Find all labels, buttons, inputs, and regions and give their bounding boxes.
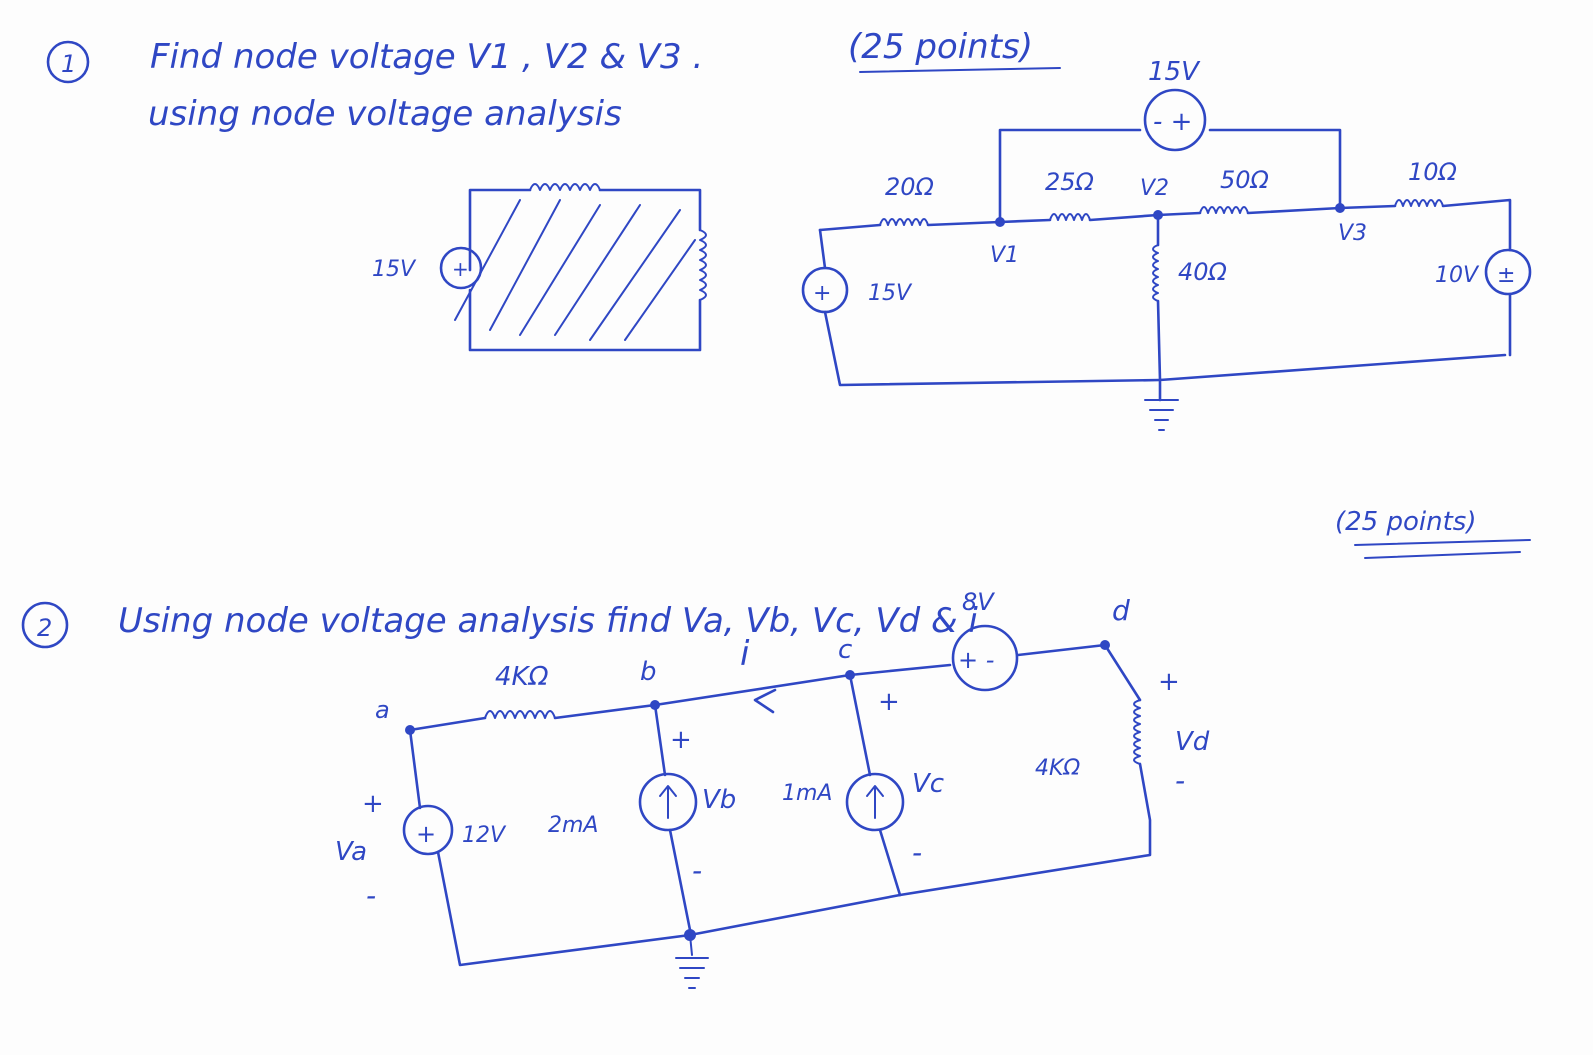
- circuit2-vb-minus: -: [692, 854, 702, 887]
- circuit2-va-minus: -: [366, 879, 376, 912]
- circuit1-wire-r3-v3: [1246, 204, 1397, 215]
- circuit1-left-source-icon: [801, 266, 849, 314]
- problem2-title-line1: Using node voltage analysis find Va, Vb,…: [118, 601, 978, 641]
- problem1-title-line1: Find node voltage V1 , V2 & V3 .: [150, 37, 703, 77]
- circuit1-node-v3: [1335, 203, 1345, 213]
- circuit2-node-a-label: a: [375, 696, 390, 724]
- circuit2-vd-minus: -: [1175, 764, 1185, 797]
- circuit2-source-left-icon: [402, 804, 454, 856]
- circuit1-wire-left-top: [818, 223, 882, 232]
- circuit1-left-source-label: 15V: [868, 281, 913, 306]
- circuit2-cur-source-c-arrow-icon: [866, 785, 884, 819]
- circuit1-wire-r1-v1: [926, 218, 1052, 227]
- circuit2-vd-label: Vd: [1175, 727, 1210, 757]
- circuit1-r4-label: 10Ω: [1408, 158, 1458, 186]
- problem2-number: 2: [37, 614, 52, 642]
- circuit1-wire-r2-v2: [1088, 211, 1202, 222]
- circuit-1: - + 15V + 15V ± 10V 20Ω 25Ω 50Ω: [801, 57, 1532, 431]
- circuit2-source-top-icon: [951, 624, 1019, 692]
- circuit1-wire-left-bottom: [818, 228, 1162, 387]
- circuit2-current-label: i: [740, 634, 750, 674]
- scratch-source-label: 15V: [372, 257, 417, 282]
- circuit1-node3-label: V3: [1338, 221, 1367, 246]
- circuit1-r3-icon: [1199, 206, 1249, 214]
- circuit1-r3-label: 50Ω: [1220, 166, 1270, 194]
- circuit2-source-top-label: 8V: [962, 588, 995, 616]
- circuit2-wire-bottom: [688, 893, 902, 937]
- circuit2-wire-b: [653, 703, 692, 932]
- circuit1-top-source-icon: [1143, 88, 1207, 152]
- circuit2-cur-source-b-icon: [638, 772, 698, 832]
- problem1-title-line2: using node voltage analysis: [148, 94, 622, 134]
- circuit1-top-source-polarity: - +: [1153, 107, 1192, 137]
- circuit2-r-ab-icon: [484, 710, 556, 719]
- circuit2-vb-plus: +: [670, 725, 692, 755]
- circuit2-node-b-label: b: [640, 657, 657, 687]
- scratch-circuit: + 15V: [372, 183, 707, 352]
- circuit2-wire-top: [553, 663, 952, 720]
- circuit1-wire-ground: [1156, 299, 1507, 402]
- circuit2-va-label: Va: [335, 837, 367, 867]
- circuit1-right-source-icon: [1484, 248, 1532, 296]
- circuit2-r-d-icon: [1133, 699, 1141, 765]
- circuit2-cur-source-c-label: 1mA: [782, 781, 832, 806]
- scratch-source-icon: [439, 246, 483, 290]
- circuit2-vc-label: Vc: [912, 769, 944, 799]
- problem2-number-circle: [21, 601, 69, 649]
- circuit2-r-ab-label: 4KΩ: [495, 662, 549, 692]
- circuit1-r5-icon: [1152, 244, 1159, 302]
- circuit1-right-source-label: 10V: [1435, 263, 1480, 288]
- svg-text:+: +: [813, 281, 831, 306]
- circuit1-wire-right: [1441, 198, 1512, 357]
- circuit2-va-plus: +: [362, 789, 384, 819]
- circuit2-cur-source-c-icon: [845, 772, 905, 832]
- circuit2-cur-source-b-label: 2mA: [548, 813, 598, 838]
- circuit2-vc-minus: -: [912, 836, 922, 869]
- circuit1-node1-label: V1: [990, 243, 1019, 268]
- circuit1-top-wire: [998, 128, 1342, 224]
- svg-text:+: +: [452, 257, 469, 281]
- circuit2-current-arrow-icon: [753, 688, 777, 714]
- svg-text:±: ±: [1497, 263, 1515, 288]
- circuit1-r4-icon: [1394, 199, 1444, 207]
- circuit1-top-source-label: 15V: [1148, 57, 1201, 87]
- problem1-number-circle: [46, 40, 90, 84]
- circuit1-r1-label: 20Ω: [885, 173, 935, 201]
- problem1-points: (25 points): [848, 27, 1033, 67]
- circuit2-r-d-label: 4KΩ: [1035, 756, 1080, 781]
- circuit2-wire-d-bottom: [898, 762, 1152, 897]
- problem2-points-underline: [1354, 539, 1531, 559]
- circuit2-wire-left: [408, 728, 692, 967]
- circuit2-vb-label: Vb: [702, 785, 736, 815]
- circuit2-vc-plus: +: [878, 687, 900, 717]
- circuit-2: + - + a b c d i 4KΩ 4KΩ 8V 12V: [335, 588, 1210, 989]
- circuit2-node-d-label: d: [1112, 594, 1130, 627]
- circuit2-wire-c: [848, 673, 902, 897]
- scratch-hatching: [454, 199, 696, 341]
- circuit2-node-c-label: c: [838, 635, 852, 665]
- circuit2-cur-source-b-arrow-icon: [659, 785, 677, 819]
- svg-text:+: +: [416, 820, 436, 848]
- circuit1-ground-icon: [1144, 399, 1179, 431]
- circuit2-vd-plus: +: [1158, 667, 1180, 697]
- circuit2-ground-icon: [675, 934, 709, 989]
- circuit1-node-v1: [995, 217, 1005, 227]
- circuit1-r2-icon: [1049, 213, 1091, 221]
- problem1-points-underline: [859, 67, 1061, 73]
- circuit2-wire-a-r: [408, 716, 487, 732]
- circuit1-r1-icon: [879, 218, 929, 226]
- circuit1-node2-label: V2: [1140, 176, 1169, 201]
- circuit2-wire-d: [1016, 643, 1142, 702]
- circuit1-r5-label: 40Ω: [1178, 258, 1228, 286]
- circuit2-source-top-polarity: + -: [958, 646, 994, 674]
- circuit2-node-d: [1100, 640, 1110, 650]
- circuit1-r2-label: 25Ω: [1045, 168, 1095, 196]
- problem2-points: (25 points): [1335, 507, 1477, 537]
- circuit2-source-left-label: 12V: [462, 823, 507, 848]
- problem1-number: 1: [61, 50, 76, 78]
